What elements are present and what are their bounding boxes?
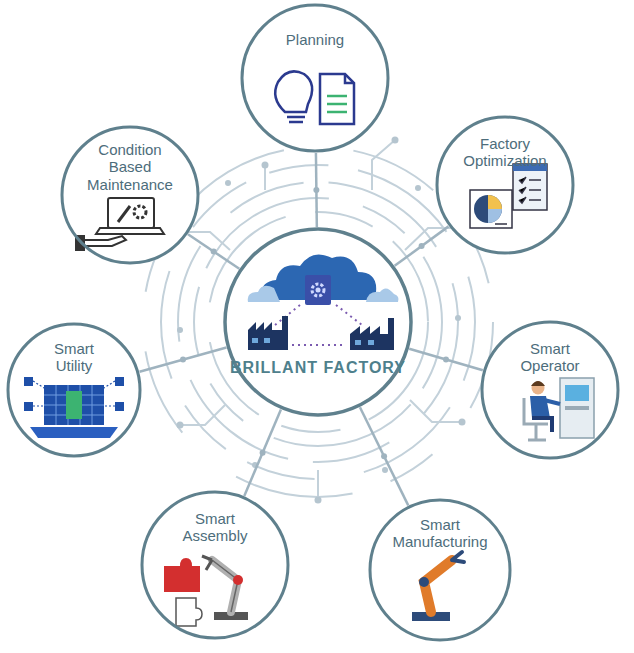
connector-line: [409, 349, 483, 371]
connector-line: [244, 409, 281, 495]
connector-dot: [419, 243, 425, 249]
circle-border: [8, 324, 140, 456]
connector-dot: [211, 249, 217, 255]
maintenance-icon: [76, 198, 164, 250]
module-circle: Smart Assembly: [140, 490, 290, 640]
hub-circle: BRILLANT FACTORY: [223, 227, 413, 417]
factory-optimization-icon: [470, 164, 547, 228]
module-circle: Smart Operator: [480, 320, 620, 460]
planning-icon: [275, 71, 354, 124]
trace-dots: [177, 137, 466, 504]
module-label: Smart Assembly: [170, 510, 260, 545]
connector-dot: [381, 453, 387, 459]
module-label: Smart Operator: [505, 340, 595, 375]
module-label: Smart Utility: [34, 340, 114, 375]
circle-border: [437, 117, 573, 253]
connector-dot: [313, 187, 319, 193]
hub-title: BRILLANT FACTORY: [228, 359, 408, 377]
module-label: Planning: [255, 31, 375, 48]
circle-outline: [240, 3, 390, 153]
connector-dot: [260, 450, 266, 456]
connector-line: [140, 348, 227, 372]
node-discs: [7, 4, 619, 641]
circle-border: [242, 5, 388, 151]
connector-line: [188, 234, 239, 269]
circle-border: [370, 500, 510, 640]
utility-icon: [24, 377, 124, 438]
module-label: Factory Optimization: [450, 135, 560, 170]
connector-line: [360, 407, 408, 505]
module-circle: Planning: [240, 3, 390, 153]
module-circle: Condition Based Maintenance: [60, 125, 200, 265]
connector-dot: [180, 357, 186, 363]
circle-border: [142, 492, 288, 638]
circle-border: [225, 229, 411, 415]
module-label: Condition Based Maintenance: [80, 141, 180, 193]
circle-border: [62, 127, 198, 263]
circle-border: [482, 322, 618, 458]
manufacturing-icon: [412, 552, 464, 621]
module-label: Smart Manufacturing: [385, 516, 495, 551]
module-circle: Smart Utility: [6, 322, 142, 458]
module-circle: Smart Manufacturing: [368, 498, 512, 642]
module-circle: Factory Optimization: [435, 115, 575, 255]
operator-icon: [524, 378, 594, 440]
connector-line: [395, 226, 449, 265]
circle-outline: [223, 227, 413, 417]
connector-dot: [443, 357, 449, 363]
assembly-icon: [164, 556, 248, 626]
cloud-factory-icon: [248, 254, 399, 350]
